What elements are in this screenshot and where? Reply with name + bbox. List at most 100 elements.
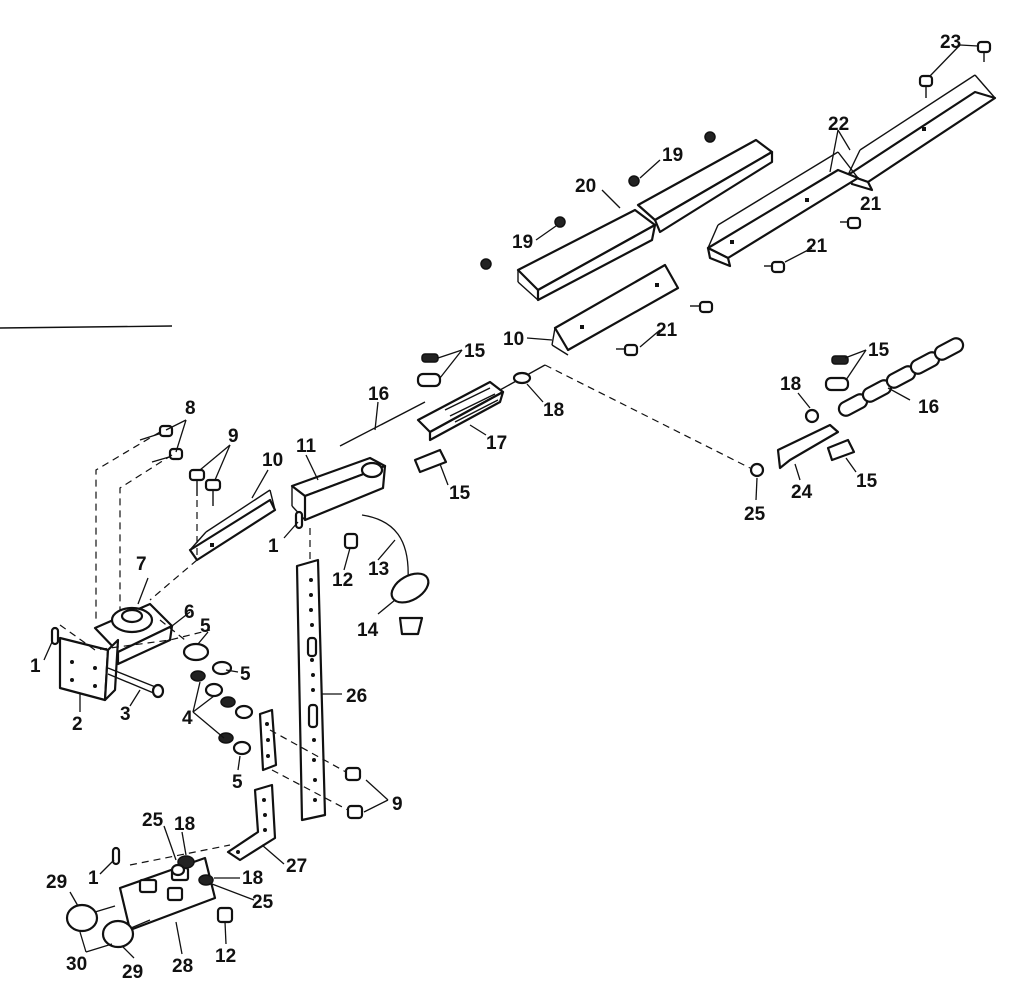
- header-bracket-2: [58, 636, 120, 702]
- callouts: 1 1 1 2 3 4 5 5 5 6 7 8 9 9 10 10 11 12 …: [30, 32, 961, 983]
- leader-lines: [43, 44, 979, 959]
- nuts-4: [190, 670, 254, 756]
- callout-5-mid: 5: [240, 664, 251, 685]
- callout-18-bottom-top: 18: [174, 814, 195, 835]
- callout-17: 17: [486, 433, 507, 454]
- callout-22: 22: [828, 114, 849, 135]
- trolley-shoe-15: [413, 448, 448, 474]
- shoe-15-right: [826, 438, 856, 462]
- callout-3: 3: [120, 704, 131, 725]
- spring-15: [416, 353, 442, 388]
- callout-2: 2: [72, 714, 83, 735]
- callout-16-chain: 16: [918, 397, 939, 418]
- handle-tag-14: [398, 616, 424, 636]
- callout-5-top: 5: [200, 616, 211, 637]
- bolt-23b: [976, 40, 992, 62]
- callout-1-top: 1: [30, 656, 41, 677]
- callout-11: 11: [296, 436, 317, 457]
- callout-29-right: 29: [122, 962, 143, 983]
- callout-1-mid: 1: [268, 536, 279, 557]
- clevis-pin-3: [107, 667, 165, 699]
- callout-10-left: 10: [262, 450, 283, 471]
- nut-19d: [704, 131, 716, 143]
- rail-section-20b: [516, 208, 657, 302]
- callout-18-bottom-right: 18: [242, 868, 263, 889]
- assembly-line-2: [119, 454, 173, 610]
- trolley-17: [416, 380, 505, 442]
- callout-30: 30: [66, 954, 87, 975]
- rail-section-22: [846, 74, 997, 192]
- callout-18-rod: 18: [543, 400, 564, 421]
- callout-13: 13: [368, 559, 389, 580]
- bracket-27: [226, 783, 277, 862]
- assembly-line-8: [271, 769, 349, 811]
- callout-7: 7: [136, 554, 147, 575]
- assembly-line-1: [95, 431, 161, 620]
- callout-21-lower: 21: [656, 320, 678, 341]
- bolt-21a: [690, 300, 714, 314]
- callout-29-left: 29: [46, 872, 67, 893]
- callout-12-top: 12: [332, 570, 353, 591]
- callout-1-bottom: 1: [88, 868, 99, 889]
- callout-21-upper: 21: [860, 194, 882, 215]
- callout-23: 23: [940, 32, 961, 53]
- nut-25-right: [749, 462, 765, 478]
- callout-9-top: 9: [228, 426, 239, 447]
- callout-21-mid: 21: [806, 236, 828, 257]
- pin-16: [339, 401, 426, 447]
- callout-25-right: 25: [744, 504, 766, 525]
- bolt-12-top: [343, 532, 359, 550]
- door-arm-26: [295, 558, 327, 822]
- rope-13: [361, 514, 409, 581]
- bolt-12-bottom: [216, 906, 234, 924]
- nuts-18-25-bottom: [170, 855, 214, 886]
- callout-8: 8: [185, 398, 196, 419]
- bolts-9-bottom: [344, 766, 364, 820]
- screws-8: [139, 424, 184, 463]
- assembly-line-6: [544, 364, 751, 469]
- spring-clip-1: [50, 510, 304, 866]
- slide-11: [290, 456, 387, 522]
- callout-28: 28: [172, 956, 193, 977]
- nut-19a: [480, 258, 492, 270]
- nut-19c: [628, 175, 640, 187]
- assembly-line-5: [159, 619, 186, 641]
- callout-10-top: 10: [503, 329, 524, 350]
- bolt-21d: [840, 216, 862, 230]
- plate-small-arm: [258, 708, 278, 772]
- callout-12-bottom: 12: [215, 946, 236, 967]
- nut-18-right: [804, 408, 820, 424]
- callout-4: 4: [182, 708, 193, 729]
- rail-section-20: [636, 138, 774, 234]
- spring-15-right: [824, 355, 850, 392]
- callout-16-pin: 16: [368, 384, 389, 405]
- callout-18-right: 18: [780, 374, 801, 395]
- handle-14: [390, 572, 430, 604]
- callout-19-right: 19: [662, 145, 683, 166]
- callout-26: 26: [346, 686, 367, 707]
- assembly-line-7: [269, 729, 347, 773]
- callout-25-bottom-top: 25: [142, 810, 164, 831]
- callout-5-bottom: 5: [232, 772, 243, 793]
- callout-20: 20: [575, 176, 596, 197]
- bolt-23a: [918, 74, 934, 98]
- callout-24: 24: [791, 482, 813, 503]
- assembly-line-3: [149, 500, 198, 601]
- chain-16: [837, 337, 965, 417]
- rail-section-10-top: [551, 263, 680, 356]
- threaded-rod-18: [499, 364, 546, 391]
- callout-15-trolley-top: 15: [464, 341, 486, 362]
- door-bracket-28: [118, 856, 217, 932]
- rail-section-22b: [706, 151, 860, 268]
- callout-19-left: 19: [512, 232, 533, 253]
- nut-19b: [554, 216, 566, 228]
- washers-5: [182, 642, 233, 676]
- callout-15-chain-top: 15: [868, 340, 890, 361]
- callout-6: 6: [184, 602, 195, 623]
- callout-14: 14: [357, 620, 379, 641]
- bolts-9-top: [188, 468, 222, 506]
- bolt-21b: [616, 343, 639, 357]
- pulley-bracket-7: [93, 602, 174, 666]
- rail-section-10-left: [188, 489, 277, 562]
